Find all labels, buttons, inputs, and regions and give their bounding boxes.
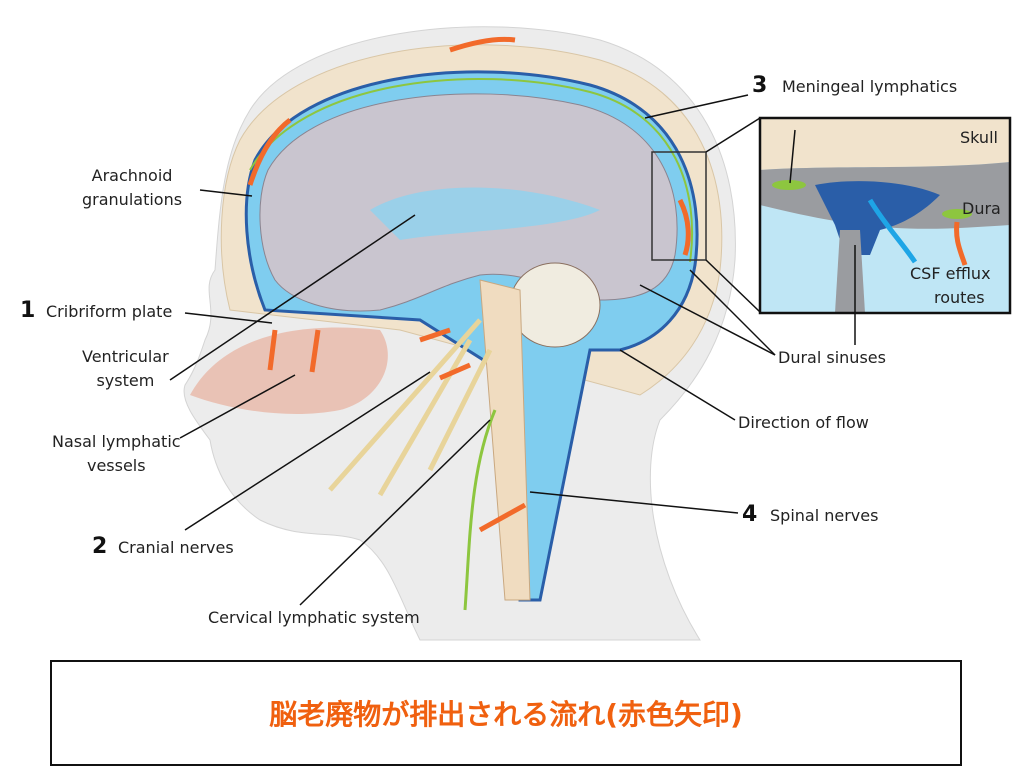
efflux-arrows: [247, 36, 691, 533]
leader-lines: [169, 94, 776, 606]
nasal-cavity: [190, 327, 388, 415]
number-2: 2: [92, 534, 108, 559]
label-meningeal-lymphatics: Meningeal lymphatics: [782, 77, 958, 96]
spinal-cord: [479, 279, 531, 601]
number-4: 4: [742, 502, 758, 527]
label-direction-of-flow: Direction of flow: [738, 413, 869, 432]
label-line: Nasal lymphatic: [52, 432, 181, 451]
label-line: Arachnoid: [91, 166, 173, 185]
label-line: Ventricular: [82, 347, 169, 366]
label-arachnoid-granulations: Arachnoid granulations: [82, 164, 182, 212]
inset-lymphatic-right: [942, 209, 972, 219]
label-spinal-nerves: Spinal nerves: [770, 506, 879, 525]
inset-source-region: [651, 151, 707, 261]
label-dural-sinuses: Dural sinuses: [778, 348, 886, 367]
label-cranial-nerves: Cranial nerves: [118, 538, 234, 557]
cranial-nerves: [328, 318, 493, 497]
meningeal-lymphatic-vessel: [249, 77, 694, 263]
label-nasal-lymphatic-vessels: Nasal lymphatic vessels: [52, 430, 181, 478]
label-cribriform-plate: Cribriform plate: [46, 302, 173, 321]
cerebellum: [509, 262, 601, 348]
inset-lymphatic-left: [772, 180, 806, 190]
label-line: granulations: [82, 190, 183, 209]
label-cervical-lymphatic-system: Cervical lymphatic system: [208, 608, 420, 627]
inset-label-skull: Skull: [960, 128, 998, 147]
inset-label-dura: Dura: [962, 199, 1001, 218]
inset-panel: [758, 116, 1012, 345]
number-1: 1: [20, 298, 36, 323]
label-line: routes: [934, 288, 985, 307]
caption-text: 脳老廃物が排出される流れ(赤色矢印): [269, 698, 743, 731]
cervical-lymphatics: [463, 409, 497, 611]
caption-box: 脳老廃物が排出される流れ(赤色矢印): [50, 660, 962, 766]
label-line: CSF efflux: [910, 264, 991, 283]
label-ventricular-system: Ventricular system: [82, 345, 169, 393]
number-3: 3: [752, 73, 768, 98]
label-line: vessels: [86, 456, 146, 475]
inset-label-csf-efflux: CSF efflux routes: [910, 262, 991, 310]
label-line: system: [96, 371, 155, 390]
ventricle: [370, 187, 600, 240]
brain-clearance-diagram: [169, 26, 1012, 641]
